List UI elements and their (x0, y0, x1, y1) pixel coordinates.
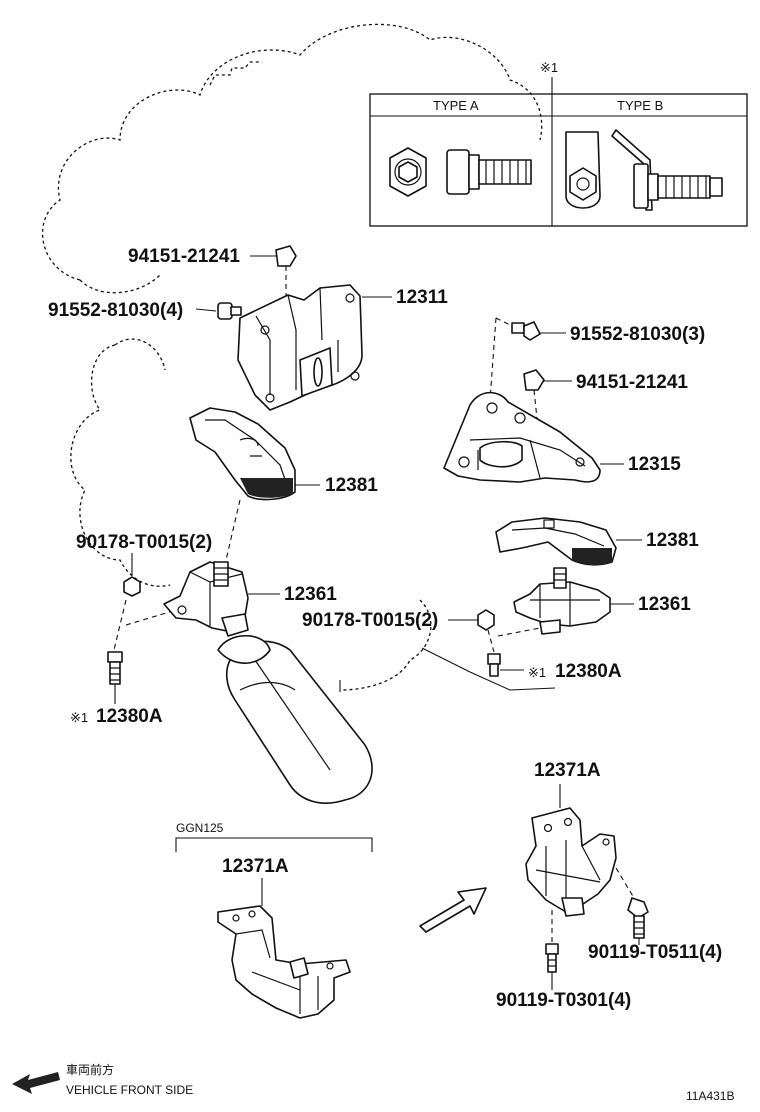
type-b-label: TYPE B (617, 98, 663, 113)
label-12380A-right: 12380A (555, 661, 622, 682)
label-91552-81030-3: 91552-81030(3) (570, 324, 705, 345)
bolt-icon (487, 653, 501, 665)
part-12381-left-group: 12381 (189, 407, 378, 561)
nut-icon (275, 245, 297, 267)
label-12381-left: 12381 (325, 475, 378, 496)
leader-line (421, 647, 556, 691)
nut-icon (123, 576, 141, 597)
ggn125-title: GGN125 (176, 821, 224, 835)
vehicle-front-indicator: 車両前方 VEHICLE FRONT SIDE (12, 1062, 193, 1097)
note-mark-left: ※1 (70, 710, 88, 725)
label-90119-T0511: 90119-T0511(4) (588, 942, 722, 963)
type-detail-box: ※1 TYPE A TYPE B (369, 60, 748, 227)
type-a-bolt-icon (446, 149, 532, 195)
label-91552-81030-4: 91552-81030(4) (48, 300, 183, 321)
label-94151-21241-right: 94151-21241 (576, 372, 688, 393)
part-12361-left-group: 90178-T0015(2) 12361 ※1 12380A (70, 532, 337, 727)
note-mark-right: ※1 (528, 665, 546, 680)
label-12380A-left: 12380A (96, 706, 163, 727)
rear-mount-group: 12371A 90119-T0511(4) 90119-T0301(4) (496, 760, 722, 1011)
label-90178-T0015-right: 90178-T0015(2) (302, 610, 438, 631)
engine-outline (41, 23, 543, 691)
bolt-icon (511, 322, 525, 334)
label-90119-T0301: 90119-T0301(4) (496, 990, 631, 1011)
nut-icon (523, 369, 545, 391)
figure-id: 11A431B (686, 1089, 735, 1103)
part-12311-group: 94151-21241 91552-81030(4) 12311 (48, 245, 448, 411)
type-b-bracket-nut-icon (565, 131, 601, 209)
bolt-icon (217, 302, 233, 320)
label-90178-T0015-left: 90178-T0015(2) (76, 532, 212, 553)
ggn125-box: GGN125 12371A (175, 821, 373, 1019)
label-94151-21241-left: 94151-21241 (128, 246, 240, 267)
arrow-left-icon (12, 1072, 60, 1094)
type-b-bolt-icon (611, 129, 723, 211)
note-mark-top: ※1 (540, 60, 558, 75)
bolt-icon (627, 897, 649, 919)
bolt-icon (107, 651, 123, 663)
label-12371A-rear: 12371A (534, 760, 601, 781)
bolt-icon (545, 943, 559, 955)
hollow-arrow-icon (419, 887, 487, 933)
nut-icon (477, 609, 495, 631)
label-12361-left: 12361 (284, 584, 337, 605)
label-12315: 12315 (628, 454, 681, 475)
type-a-label: TYPE A (433, 98, 479, 113)
label-12381-right: 12381 (646, 530, 699, 551)
part-12361-right-group: 12361 90178-T0015(2) ※1 12380A (302, 567, 691, 682)
label-12361-right: 12361 (638, 594, 691, 615)
part-12315-group: 91552-81030(3) 94151-21241 12315 (443, 317, 705, 483)
label-12371A-ggn125: 12371A (222, 856, 289, 877)
type-a-nut-icon (389, 147, 427, 197)
front-side-en: VEHICLE FRONT SIDE (66, 1083, 193, 1097)
front-side-jp: 車両前方 (66, 1062, 114, 1077)
part-12381-right-group: 12381 (495, 517, 699, 566)
label-12311: 12311 (396, 287, 448, 308)
transmission-body (217, 635, 373, 804)
